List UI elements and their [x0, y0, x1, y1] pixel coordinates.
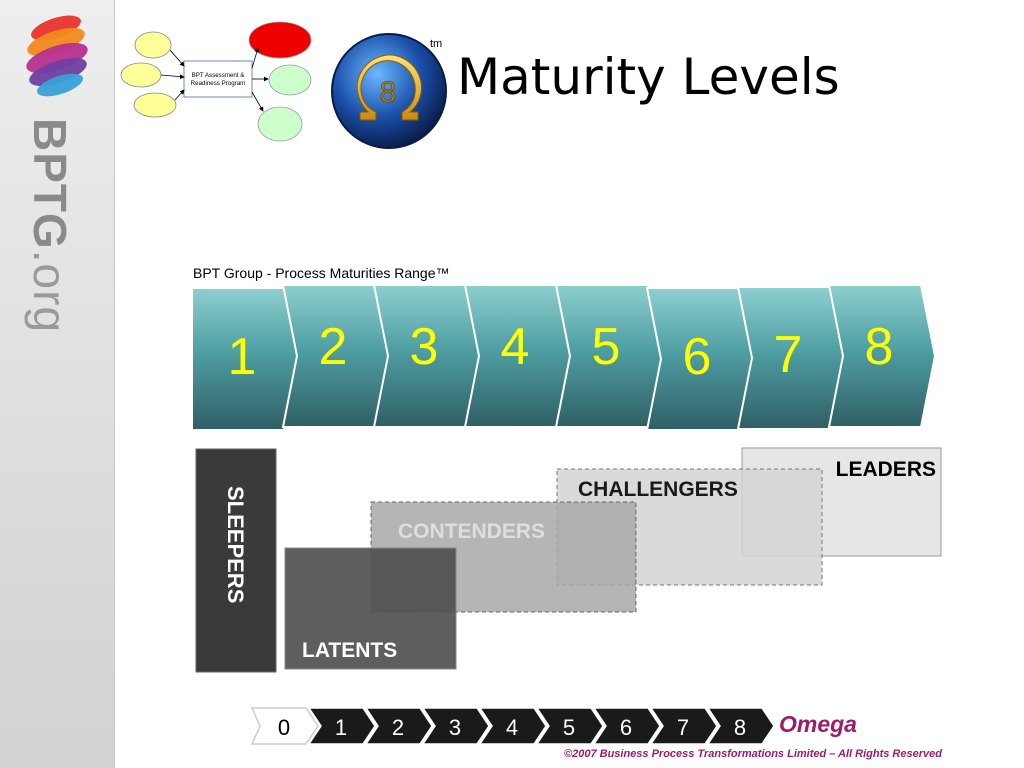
level-number-1: 1 [228, 328, 257, 386]
level-bar-number-3: 3 [449, 715, 461, 740]
flow-node-red [248, 21, 312, 59]
sidebar: BPTG.org [0, 0, 115, 768]
level-bar-chevron-0 [250, 707, 319, 745]
flow-node-green-1 [268, 64, 312, 96]
range-caption: BPT Group - Process Maturities Range™ [193, 265, 450, 281]
trademark-mark: tm [430, 38, 443, 50]
sidebar-brand: BPTG.org [20, 118, 80, 333]
level-number-4: 4 [501, 318, 530, 376]
bptg-logo-icon [26, 15, 88, 97]
level-bar-number-8: 8 [734, 715, 746, 740]
omega-label: Omega [779, 711, 857, 737]
level-bar-chevron-2 [364, 707, 433, 745]
level-number-8: 8 [865, 318, 894, 376]
sleepers-label: SLEEPERS [223, 486, 248, 603]
level-bar-chevron-7 [649, 707, 718, 745]
maturity-groups: LEADERS CHALLENGERS CONTENDERS LATENTS S… [195, 447, 942, 673]
level-bar-number-0: 0 [278, 715, 290, 740]
flow-center-box [183, 60, 253, 98]
level-bar-number-5: 5 [563, 715, 575, 740]
level-bar-chevron-6 [592, 707, 661, 745]
level-number-7: 7 [774, 326, 803, 384]
level-bar-chevron-1 [307, 707, 376, 745]
level-number-3: 3 [410, 318, 439, 376]
level-bar-number-7: 7 [677, 715, 689, 740]
slide-title: Maturity Levels [457, 48, 840, 106]
assessment-flowchart: BPT Assessment & Readiness Program [120, 21, 312, 142]
flow-edge-1 [169, 49, 185, 67]
level-bar-chevron-5 [535, 707, 604, 745]
latents-box [284, 547, 457, 670]
level-number-2: 2 [319, 318, 348, 376]
level-bar-number-2: 2 [392, 715, 404, 740]
level-bar-chevron-4 [478, 707, 547, 745]
flow-node-yellow-3 [133, 92, 177, 118]
flow-node-yellow-2 [120, 62, 162, 88]
level-bar-chevron-8 [706, 707, 775, 745]
level-bar-number-1: 1 [335, 715, 347, 740]
flow-edge-4 [251, 47, 260, 69]
level-bar-number-6: 6 [620, 715, 632, 740]
level-bar-number-4: 4 [506, 715, 518, 740]
level-number-5: 5 [592, 318, 621, 376]
flow-node-green-2 [257, 106, 303, 142]
flow-center-label-line2: Readiness Program [191, 80, 246, 87]
level-number-6: 6 [683, 328, 712, 386]
leaders-label: LEADERS [836, 458, 936, 481]
level-chevron-8 [827, 284, 937, 428]
flow-center-label-line1: BPT Assessment & [192, 72, 246, 79]
copyright-notice: ©2007 Business Process Transformations L… [564, 748, 942, 760]
level-bar-chevron-3 [421, 707, 490, 745]
emblem-digit: 8 [380, 76, 397, 109]
sleepers-box [195, 448, 277, 673]
contenders-label: CONTENDERS [398, 520, 545, 543]
flow-edge-6 [251, 91, 264, 112]
flow-node-yellow-1 [134, 31, 172, 59]
latents-label: LATENTS [302, 639, 397, 662]
omega-emblem-icon: 8 [331, 33, 447, 149]
flow-edge-2 [160, 74, 185, 80]
flow-edge-3 [174, 89, 185, 101]
maturity-chevrons: 1 2 3 4 5 6 7 8 [191, 284, 937, 431]
level-bar: 0 1 2 3 4 5 6 7 8 [250, 707, 775, 745]
brand-strong: BPTG [24, 118, 76, 250]
brand-light: .org [24, 249, 76, 334]
challengers-label: CHALLENGERS [578, 478, 738, 501]
